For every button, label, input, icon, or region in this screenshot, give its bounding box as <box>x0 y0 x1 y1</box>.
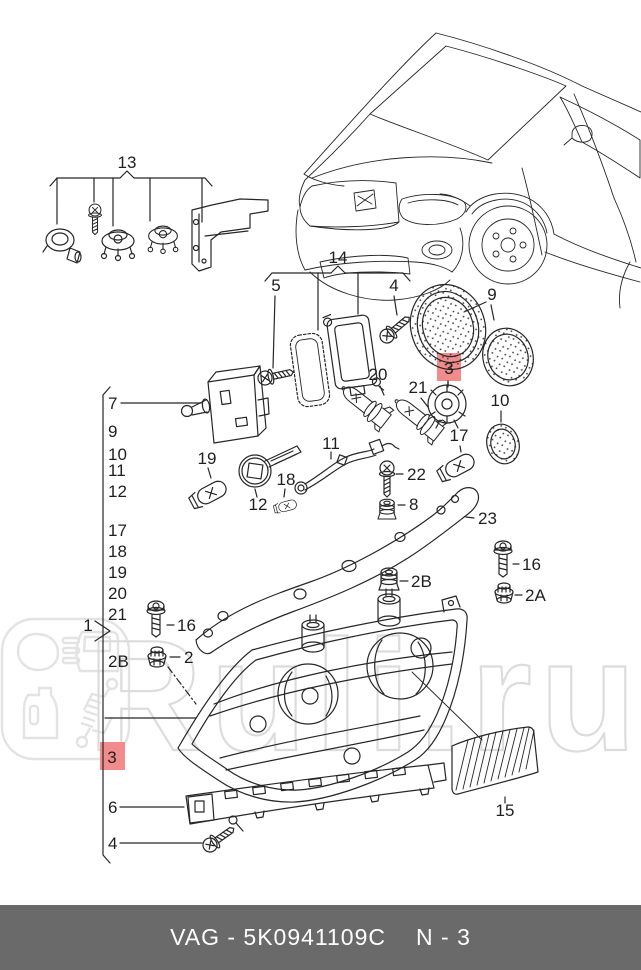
part-labels: 13 14 5 4 9 3 20 21 10 17 7 9 10 11 12 1… <box>83 153 546 853</box>
dust-cap-9a <box>409 283 487 371</box>
bulb-18 <box>272 498 298 515</box>
grommet-8 <box>377 498 397 520</box>
col-label-9: 9 <box>108 422 117 441</box>
watermark-text: Ruli.ru <box>88 608 641 784</box>
watermark: Ruli.ru <box>0 607 641 785</box>
screw-22 <box>378 460 396 498</box>
highlight-3-lower[interactable] <box>100 742 125 770</box>
bolt-16-right <box>493 540 513 578</box>
part-label-2B-mid: 2B <box>411 572 432 591</box>
part-group-13 <box>42 170 269 272</box>
cover-plate <box>322 314 385 397</box>
col-label-12: 12 <box>108 482 127 501</box>
part-label-2A: 2A <box>525 586 546 605</box>
col-label-20: 20 <box>108 584 127 603</box>
col-label-17: 17 <box>108 521 127 540</box>
part-label-23: 23 <box>478 509 497 528</box>
col-label-7: 7 <box>108 394 117 413</box>
grommet-2B-mid <box>378 567 400 591</box>
part-label-5: 5 <box>271 276 280 295</box>
wiring-harness-11 <box>294 438 400 495</box>
screw-13 <box>88 203 102 236</box>
part-label-12: 12 <box>249 495 268 514</box>
part-label-2B-left: 2B <box>108 652 129 671</box>
part-label-10: 10 <box>491 391 510 410</box>
part-label-22: 22 <box>407 465 426 484</box>
headlight-assembly <box>177 588 483 803</box>
lower-bracket-6 <box>185 762 447 856</box>
part-label-4-top: 4 <box>389 276 398 295</box>
bracket-13 <box>191 198 269 272</box>
part-label-14: 14 <box>329 248 348 267</box>
part-label-15: 15 <box>496 801 515 820</box>
part-label-20: 20 <box>369 365 388 384</box>
bulb-17 <box>435 450 478 484</box>
footer-page-number: N - 3 <box>416 924 471 950</box>
bulbs <box>187 376 478 515</box>
part-label-2: 2 <box>184 648 193 667</box>
adjuster-mount-1 <box>100 229 136 262</box>
part-label-3-lower[interactable]: 3 <box>107 748 116 767</box>
dust-caps <box>409 283 534 465</box>
part-label-16-left: 16 <box>177 616 196 635</box>
col-label-19: 19 <box>108 563 127 582</box>
fasteners <box>146 460 523 705</box>
part-label-1: 1 <box>83 616 92 635</box>
screw-4-top <box>376 311 415 347</box>
bulb-socket-12 <box>238 445 302 498</box>
part-label-19: 19 <box>198 449 217 468</box>
oil-canister-icon <box>22 686 59 740</box>
footer-bar: VAG - 5K0941109C N - 3 <box>0 905 641 970</box>
h7-bulb-20 <box>333 376 396 433</box>
col-label-21: 21 <box>108 605 127 624</box>
callout-column <box>94 386 203 864</box>
protective-film-15 <box>451 726 539 804</box>
part-label-18: 18 <box>277 470 296 489</box>
part-label-9: 9 <box>487 285 496 304</box>
screw-5 <box>255 364 296 388</box>
footer-part-code: VAG - 5K0941109C <box>170 924 387 950</box>
dust-cap-10 <box>486 423 520 465</box>
col-label-18: 18 <box>108 542 127 561</box>
part-label-21: 21 <box>409 378 428 397</box>
part-label-16-right: 16 <box>522 555 541 574</box>
part-label-17: 17 <box>450 426 469 445</box>
leveling-motor-7 <box>180 365 270 444</box>
col-label-11: 11 <box>108 461 126 480</box>
part-label-8: 8 <box>409 495 418 514</box>
part-label-4-bottom: 4 <box>108 834 117 853</box>
watermark-icon-block <box>0 617 131 761</box>
dust-cap-9b <box>482 327 534 387</box>
bulb-19 <box>187 477 230 511</box>
part-label-13: 13 <box>118 153 137 172</box>
part-label-11: 11 <box>322 434 340 453</box>
part-label-6: 6 <box>108 798 117 817</box>
headlight-icon <box>16 632 81 672</box>
shock-absorber-icon <box>75 677 119 749</box>
h7-bulb-21 <box>386 389 449 446</box>
adjuster-mount-2 <box>147 225 179 255</box>
col-label-10: 10 <box>108 445 127 464</box>
part-label-3-upper[interactable]: 3 <box>444 359 453 378</box>
mounting-bracket-23 <box>195 487 480 655</box>
car-illustration <box>295 32 641 309</box>
retainer-part <box>42 228 82 264</box>
gasket-seal <box>289 332 331 408</box>
nut-2A <box>494 582 514 604</box>
screw-4-bottom <box>199 821 239 856</box>
part-group-14 <box>255 265 415 408</box>
